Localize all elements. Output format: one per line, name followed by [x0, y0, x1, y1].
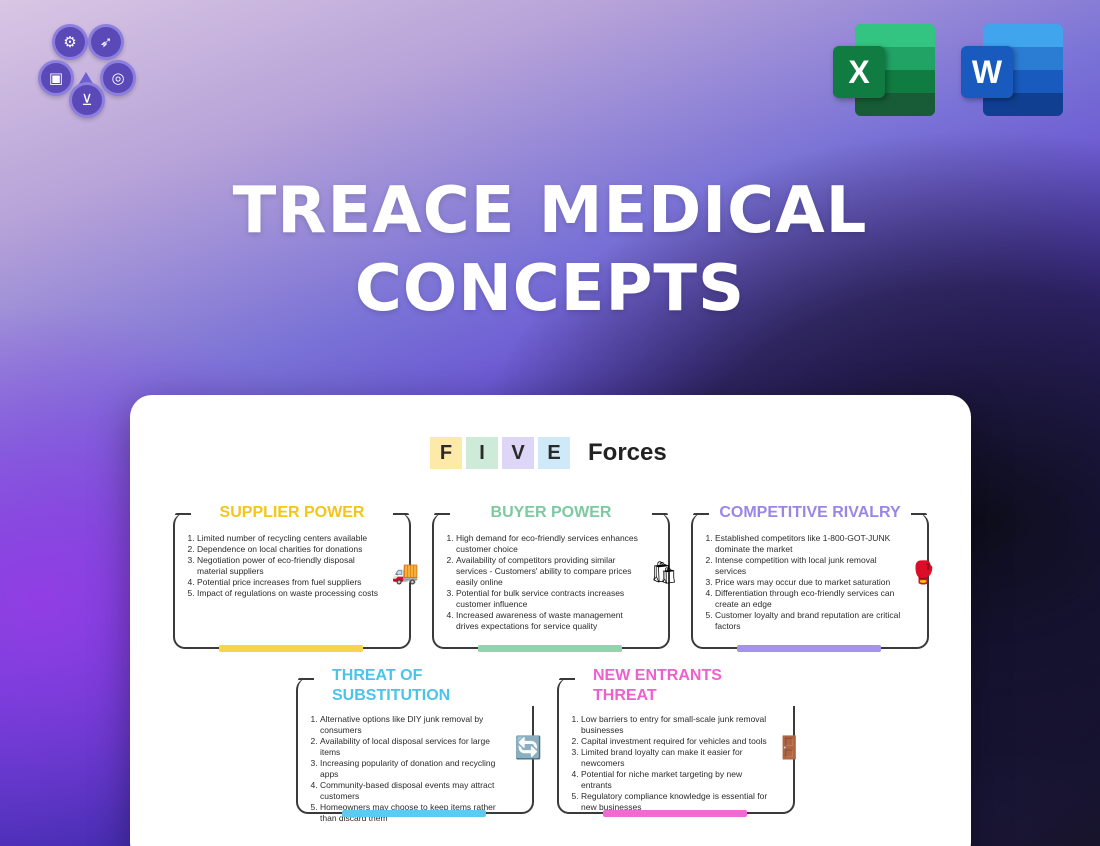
letter-f: F	[430, 437, 462, 469]
force-list: Alternative options like DIY junk remova…	[308, 714, 508, 824]
list-item: Established competitors like 1-800-GOT-J…	[715, 533, 903, 555]
list-item: Limited brand loyalty can make it easier…	[581, 747, 769, 769]
list-item: Alternative options like DIY junk remova…	[320, 714, 508, 736]
list-item: Impact of regulations on waste processin…	[197, 588, 385, 599]
brand-logo: ⚙ ➶ ▣ ◎ ⊻	[38, 24, 138, 118]
letter-e: E	[538, 437, 570, 469]
force-list: High demand for eco-friendly services en…	[444, 533, 644, 632]
title-line-1: TREACE MEDICAL	[232, 174, 868, 248]
list-item: Limited number of recycling centers avai…	[197, 533, 385, 544]
list-item: Capital investment required for vehicles…	[581, 736, 769, 747]
word-badge: W	[961, 46, 1013, 98]
list-item: Homeowners may choose to keep items rath…	[320, 802, 508, 824]
list-item: Potential price increases from fuel supp…	[197, 577, 385, 588]
list-item: Availability of competitors providing si…	[456, 555, 644, 588]
list-item: Community-based disposal events may attr…	[320, 780, 508, 802]
bus-icon: ▣	[38, 60, 74, 96]
force-list: Limited number of recycling centers avai…	[185, 533, 385, 599]
list-item: Customer loyalty and brand reputation ar…	[715, 610, 903, 632]
force-title: THREAT OF SUBSTITUTION	[332, 666, 570, 706]
word-icon: W	[961, 24, 1063, 116]
list-item: Increasing popularity of donation and re…	[320, 758, 508, 780]
force-accent-bar	[603, 810, 747, 817]
rocket-icon: ➶	[88, 24, 124, 60]
cart-icon: ⊻	[69, 82, 105, 118]
force-title: BUYER POWER	[432, 503, 670, 523]
force-title: NEW ENTRANTS THREAT	[593, 666, 831, 706]
excel-icon: X	[833, 24, 935, 116]
force-list: Low barriers to entry for small-scale ju…	[569, 714, 769, 813]
door-icon: 🚪	[775, 736, 803, 761]
force-title: SUPPLIER POWER	[173, 503, 411, 523]
force-accent-bar	[219, 645, 363, 652]
page-title: TREACE MEDICAL CONCEPTS	[0, 172, 1100, 328]
target-icon: ◎	[100, 60, 136, 96]
five-forces-heading: F I V E Forces	[430, 437, 667, 469]
title-line-2: CONCEPTS	[354, 252, 746, 326]
list-item: Availability of local disposal services …	[320, 736, 508, 758]
force-accent-bar	[737, 645, 881, 652]
letter-v: V	[502, 437, 534, 469]
force-accent-bar	[478, 645, 622, 652]
list-item: Negotiation power of eco-friendly dispos…	[197, 555, 385, 577]
boxing-glove-icon: 🥊	[909, 561, 937, 586]
force-list: Established competitors like 1-800-GOT-J…	[703, 533, 903, 632]
list-item: Low barriers to entry for small-scale ju…	[581, 714, 769, 736]
truck-icon: 🚚	[391, 561, 419, 586]
refresh-icon: 🔄	[514, 736, 542, 761]
list-item: Increased awareness of waste management …	[456, 610, 644, 632]
list-item: Potential for niche market targeting by …	[581, 769, 769, 791]
five-forces-card: F I V E Forces SUPPLIER POWER Limited nu…	[130, 395, 971, 846]
list-item: Differentiation through eco-friendly ser…	[715, 588, 903, 610]
list-item: Potential for bulk service contracts inc…	[456, 588, 644, 610]
list-item: High demand for eco-friendly services en…	[456, 533, 644, 555]
list-item: Regulatory compliance knowledge is essen…	[581, 791, 769, 813]
forces-word: Forces	[588, 439, 667, 466]
list-item: Intense competition with local junk remo…	[715, 555, 903, 577]
shopping-bag-icon: 🛍	[650, 561, 678, 586]
list-item: Dependence on local charities for donati…	[197, 544, 385, 555]
gear-icon: ⚙	[52, 24, 88, 60]
letter-i: I	[466, 437, 498, 469]
force-title: COMPETITIVE RIVALRY	[691, 503, 929, 523]
excel-badge: X	[833, 46, 885, 98]
list-item: Price wars may occur due to market satur…	[715, 577, 903, 588]
force-accent-bar	[342, 810, 486, 817]
